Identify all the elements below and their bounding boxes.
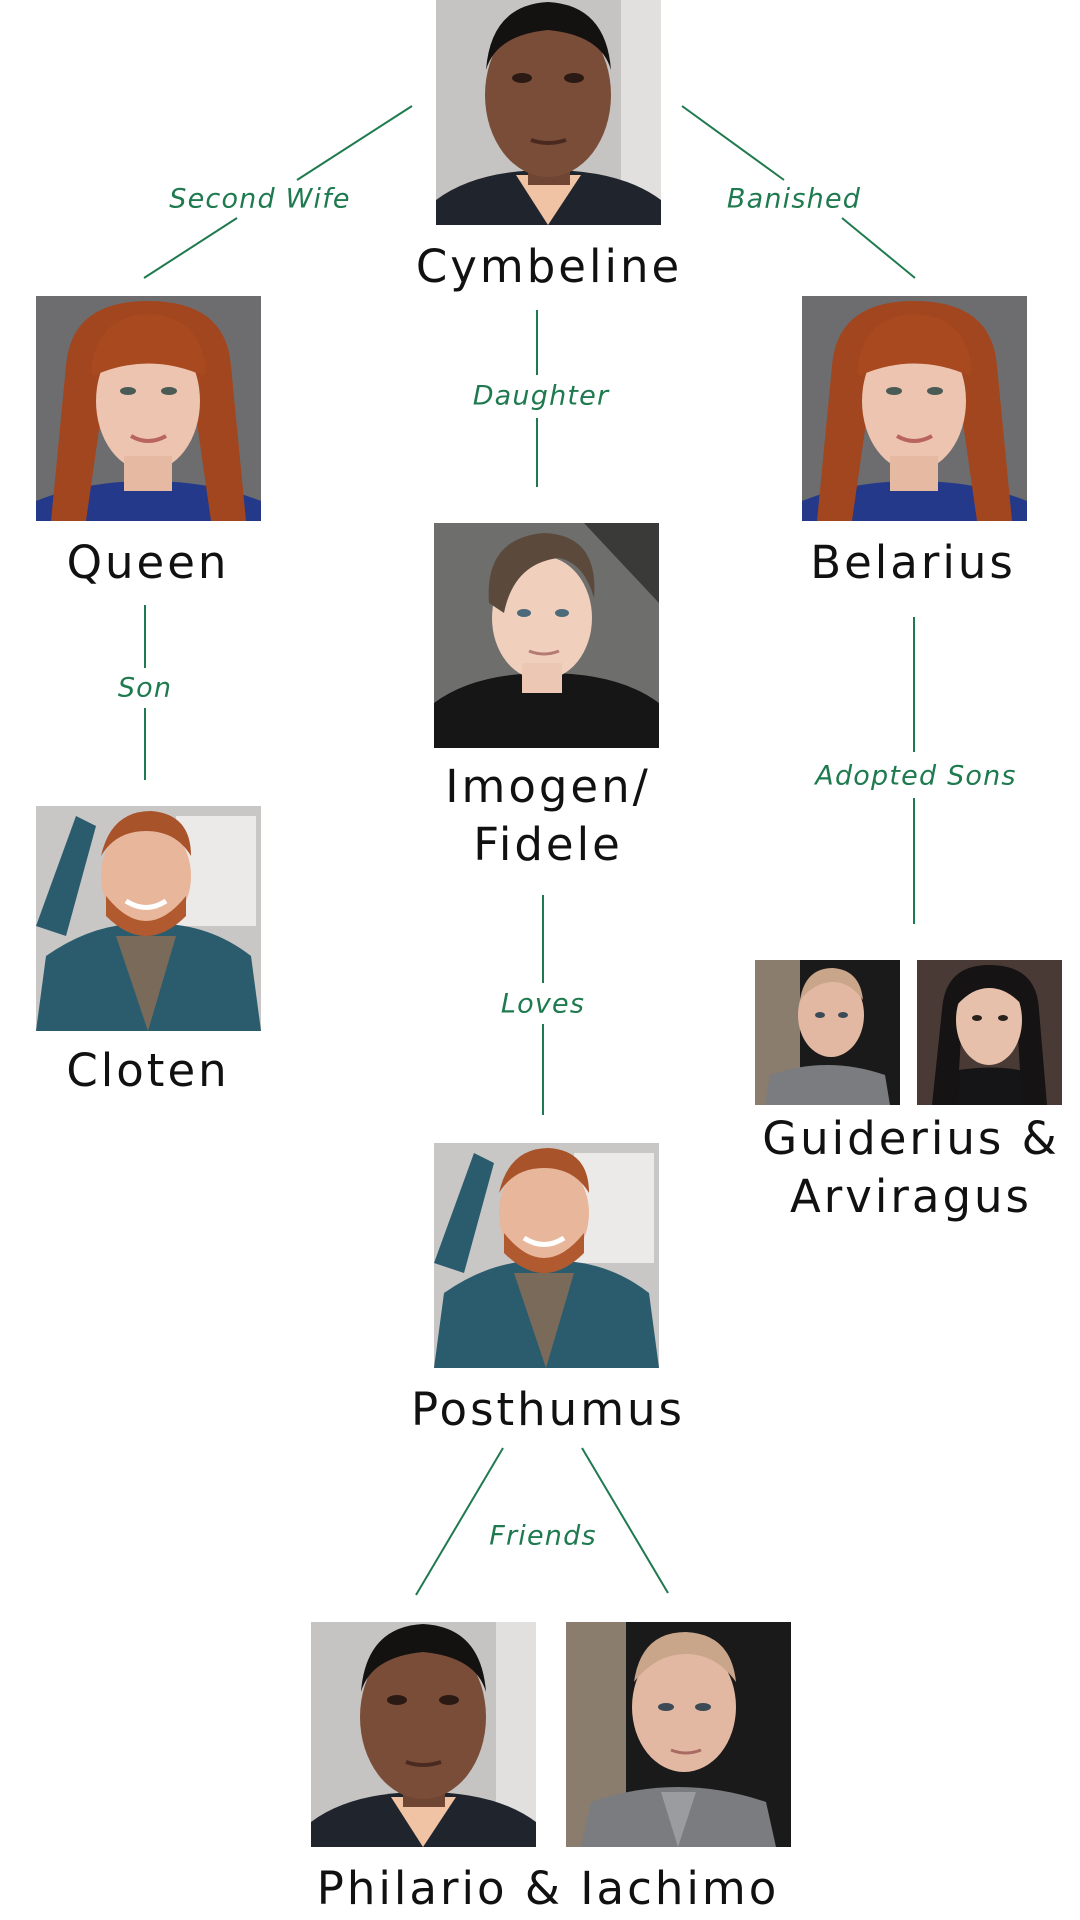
imogen-photo	[434, 523, 659, 748]
name-guiderius-arviragus: Guiderius & Arviragus	[762, 1110, 1060, 1226]
line-cymbeline-belarius-upper	[681, 105, 785, 181]
line-posthumus-friends-left	[415, 1447, 504, 1596]
relation-daughter: Daughter	[472, 380, 610, 412]
name-posthumus: Posthumus	[411, 1383, 685, 1436]
belarius-photo	[802, 296, 1027, 521]
arviragus-photo	[917, 960, 1062, 1105]
iachimo-photo	[566, 1622, 791, 1847]
relation-second-wife: Second Wife	[169, 183, 351, 215]
name-imogen: Imogen/ Fidele	[445, 758, 651, 874]
name-imogen-line1: Imogen/	[445, 760, 651, 813]
posthumus-photo	[434, 1143, 659, 1368]
relation-loves: Loves	[500, 988, 586, 1020]
line-cymbeline-queen-lower	[143, 217, 238, 279]
cloten-photo	[36, 806, 261, 1031]
guiderius-photo	[755, 960, 900, 1105]
relation-banished: Banished	[726, 183, 862, 215]
name-philario-iachimo: Philario & Iachimo	[316, 1862, 780, 1915]
name-cymbeline: Cymbeline	[415, 240, 683, 293]
philario-photo	[311, 1622, 536, 1847]
relation-friends: Friends	[489, 1520, 597, 1552]
line-posthumus-friends-right	[581, 1447, 669, 1594]
name-guiderius-line1: Guiderius &	[762, 1112, 1060, 1165]
relation-adopted-sons: Adopted Sons	[815, 760, 1017, 792]
relation-son: Son	[117, 672, 173, 704]
name-queen: Queen	[66, 536, 230, 589]
name-belarius: Belarius	[810, 536, 1016, 589]
queen-photo	[36, 296, 261, 521]
name-guiderius-line2: Arviragus	[789, 1170, 1033, 1223]
name-imogen-line2: Fidele	[473, 818, 623, 871]
line-cymbeline-queen-upper	[296, 105, 413, 181]
name-cloten: Cloten	[66, 1044, 230, 1097]
cymbeline-photo	[436, 0, 661, 225]
line-cymbeline-belarius-lower	[841, 217, 916, 279]
